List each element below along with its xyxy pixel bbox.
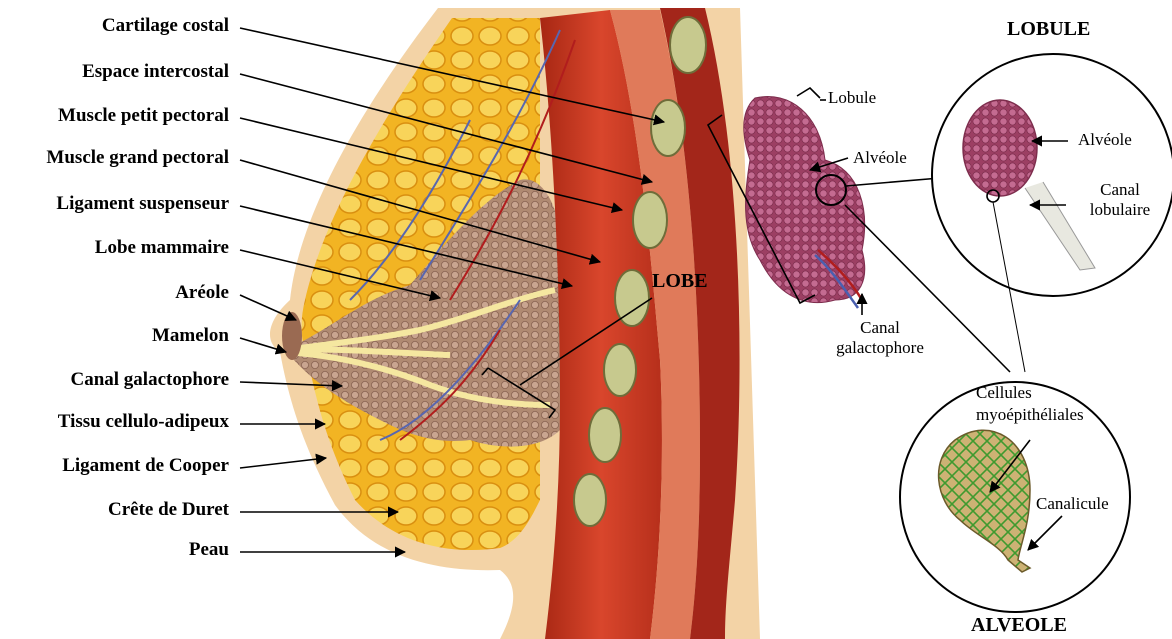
label-canal-galactophore: Canal galactophore [70,369,229,391]
label-tissu-cellulo-adipeux: Tissu cellulo-adipeux [58,411,229,433]
alveole-cells-line2: myoépithéliales [976,404,1084,426]
lobe-canal-label: Canal galactophore [825,318,935,358]
lobe-alveole-label: Alvéole [853,148,907,168]
label-lobe-mammaire: Lobe mammaire [95,237,229,259]
lobe-canal-line2: galactophore [825,338,935,358]
alveole-canalicule-label: Canalicule [1036,494,1109,514]
label-peau: Peau [189,539,229,561]
label-cartilage-costal: Cartilage costal [102,15,229,37]
label-espace-intercostal: Espace intercostal [82,61,229,83]
lobule-title: LOBULE [1007,18,1090,41]
label-areole: Aréole [175,282,229,304]
lobule-canal-line1: Canal [1070,180,1170,200]
lobule-canal-label: Canal lobulaire [1070,180,1170,220]
lobe-canal-line1: Canal [825,318,935,338]
label-muscle-grand-pectoral: Muscle grand pectoral [46,147,229,169]
alveole-title: ALVEOLE [971,614,1067,637]
lobule-canal-line2: lobulaire [1070,200,1170,220]
label-ligament-de-cooper: Ligament de Cooper [62,455,229,477]
alveole-cells-label: Cellules myoépithéliales [976,382,1084,426]
lobe-illustration [744,97,865,308]
lobe-title: LOBE [652,270,708,293]
label-crete-de-duret: Crête de Duret [108,499,229,521]
label-mamelon: Mamelon [152,325,229,347]
nipple [282,312,302,360]
lobe-lobule-label: Lobule [828,88,876,108]
label-muscle-petit-pectoral: Muscle petit pectoral [58,105,229,127]
lobule-alveole-label: Alvéole [1078,130,1132,150]
breast-cross-section [270,8,760,639]
label-ligament-suspenseur: Ligament suspenseur [56,193,229,215]
alveole-cells-line1: Cellules [976,382,1084,404]
